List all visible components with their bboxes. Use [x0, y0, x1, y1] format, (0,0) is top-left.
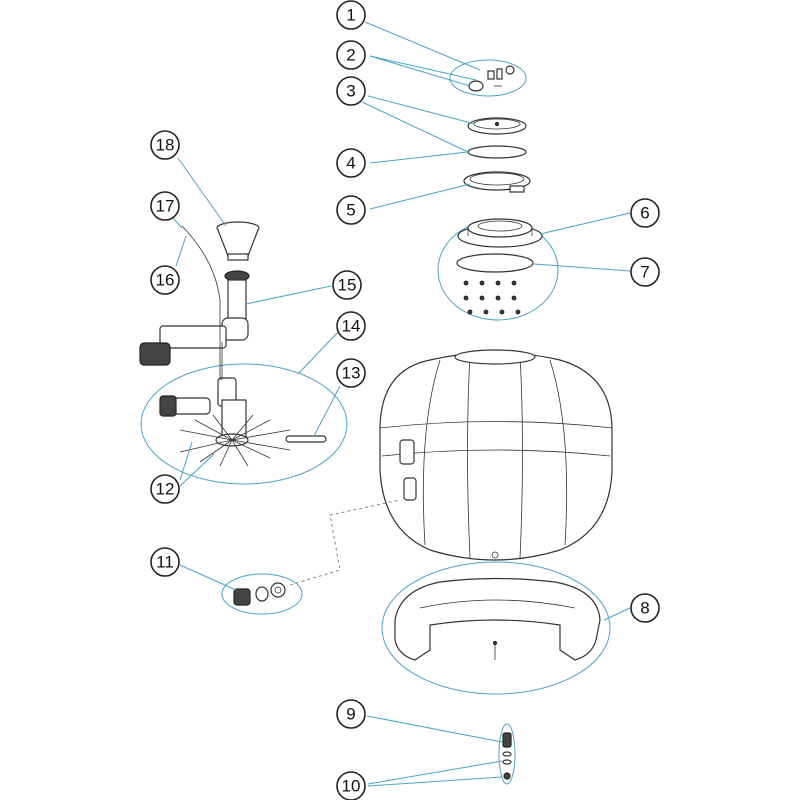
callout-16-label: 16 — [156, 271, 175, 290]
leader-14 — [297, 329, 341, 375]
leader-11 — [179, 564, 237, 591]
leader-18 — [177, 157, 227, 227]
part-air-vent-tube — [181, 225, 221, 380]
callout-5: 5 — [336, 195, 366, 225]
leader-13 — [313, 385, 341, 437]
leader-3a — [367, 95, 476, 125]
callout-7: 7 — [630, 257, 660, 287]
leader-10b — [367, 776, 503, 787]
callout-2-label: 2 — [346, 46, 355, 65]
callout-1: 1 — [336, 0, 366, 30]
group-ellipse-base — [381, 561, 611, 695]
callout-10: 10 — [336, 771, 366, 800]
callout-3-label: 3 — [346, 82, 355, 101]
callout-16: 16 — [150, 265, 180, 295]
part-collector — [159, 377, 327, 467]
leader-5 — [369, 183, 471, 210]
part-flange — [457, 218, 543, 248]
callout-17-label: 17 — [156, 197, 175, 216]
part-drain-valve — [233, 582, 286, 606]
leader-2a — [369, 55, 477, 81]
part-valve-bits — [468, 65, 515, 92]
callout-5-label: 5 — [346, 201, 355, 220]
part-base — [394, 577, 601, 661]
leader-2b — [369, 55, 471, 87]
leader-9 — [366, 715, 503, 743]
callout-14: 14 — [336, 311, 366, 341]
leader-12a — [179, 441, 193, 481]
leader-8 — [603, 607, 631, 621]
callout-4: 4 — [336, 148, 366, 178]
callout-14-label: 14 — [342, 317, 361, 336]
group-ellipse-drain-valve — [221, 573, 303, 615]
callout-7-label: 7 — [640, 263, 649, 282]
leader-1 — [364, 21, 481, 71]
part-central-pipe — [139, 270, 250, 380]
leader-7 — [533, 263, 631, 272]
callout-9-label: 9 — [346, 705, 355, 724]
leader-15 — [245, 285, 332, 305]
part-clamp — [463, 171, 531, 193]
callout-6: 6 — [630, 198, 660, 228]
leader-16 — [175, 235, 187, 267]
part-tank — [379, 349, 613, 561]
callout-8-label: 8 — [640, 599, 649, 618]
group-ellipse-drain-plug — [498, 723, 516, 785]
leader-12b — [179, 453, 215, 487]
leader-6 — [539, 212, 631, 235]
callout-15-label: 15 — [338, 276, 357, 295]
callout-11-label: 11 — [156, 553, 174, 572]
group-ellipse-valve-parts — [449, 59, 527, 97]
leader-3b — [361, 101, 469, 153]
callout-6-label: 6 — [640, 204, 649, 223]
callout-12-label: 12 — [156, 480, 175, 499]
callout-12: 12 — [150, 474, 180, 504]
part-o-ring — [467, 145, 527, 159]
callout-18-label: 18 — [156, 136, 175, 155]
callout-13: 13 — [336, 358, 366, 388]
callout-3: 3 — [336, 76, 366, 106]
callout-9: 9 — [336, 699, 366, 729]
callout-13-label: 13 — [342, 364, 361, 383]
callout-1-label: 1 — [346, 6, 355, 25]
callout-17: 17 — [150, 191, 180, 221]
leader-10a — [367, 760, 503, 785]
part-diffuser — [216, 221, 260, 261]
group-ellipse-collector — [140, 363, 348, 485]
part-screw-set — [463, 280, 521, 315]
leader-4 — [369, 151, 469, 164]
callout-15: 15 — [332, 270, 362, 300]
part-lid-cap — [467, 117, 527, 135]
callout-10-label: 10 — [342, 777, 361, 796]
part-drain-plug — [502, 732, 512, 780]
callout-2: 2 — [336, 40, 366, 70]
callout-8: 8 — [630, 593, 660, 623]
dashed-connector — [289, 499, 401, 586]
callout-11: 11 — [150, 547, 180, 577]
callout-4-label: 4 — [346, 154, 355, 173]
part-gasket — [456, 253, 534, 273]
callout-18: 18 — [150, 130, 180, 160]
